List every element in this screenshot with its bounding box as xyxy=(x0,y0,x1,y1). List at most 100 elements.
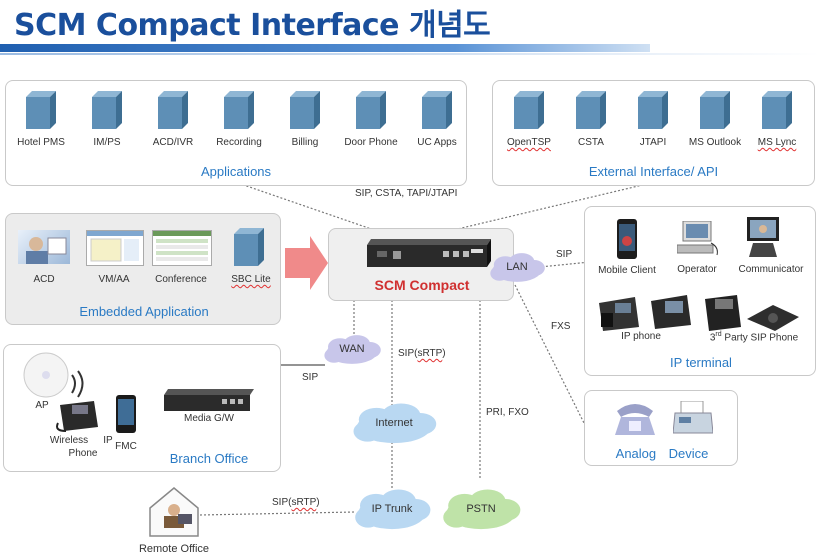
third-num: 3 xyxy=(709,332,716,344)
ip-terminal-panel: Mobile Client Operator Communicator IP p… xyxy=(584,206,816,376)
wan-cloud-label: WAN xyxy=(339,343,365,355)
link-label-top: SIP, CSTA, TAPI/JTAPI xyxy=(355,188,458,199)
vm-aa-screenshot xyxy=(86,230,144,266)
ext-item-text: MS Lync xyxy=(757,137,797,148)
app-server-icon xyxy=(92,91,122,129)
ext-server-icon xyxy=(514,91,544,129)
wireless-phone-icon xyxy=(56,401,98,432)
ext-server-icon xyxy=(700,91,730,129)
app-server-icon xyxy=(422,91,452,129)
ap-icon xyxy=(23,352,84,398)
app-server-icon xyxy=(356,91,386,129)
external-panel: OpenTSP CSTA JTAPI MS Outlook MS Lync Extern… xyxy=(492,80,815,186)
app-item-text: ACD/IVR xyxy=(152,137,194,148)
analog-device-panel: Analog Device xyxy=(584,390,738,466)
app-item-text: Door Phone xyxy=(344,137,398,148)
app-item-text: IM/PS xyxy=(93,137,121,148)
ext-item: CSTA xyxy=(556,137,626,148)
acd-image xyxy=(18,230,70,264)
fmc-phone-icon xyxy=(116,395,136,433)
ip-terminal-mobile: Mobile Client xyxy=(598,265,656,276)
app-item-text: Hotel PMS xyxy=(17,137,65,148)
device-label: Device xyxy=(668,446,709,461)
branch-media-gw-label: Media G/W xyxy=(183,413,234,424)
mobile-phone-icon xyxy=(617,219,637,259)
ext-item: JTAPI xyxy=(618,137,688,148)
ip-terminal-operator: Operator xyxy=(677,264,717,275)
ext-item: MS Outlook xyxy=(680,137,750,148)
sbc-server-icon xyxy=(234,228,266,271)
applications-label: Applications xyxy=(200,164,272,179)
link-fxs xyxy=(514,284,586,426)
embedded-item-sbc: SBC Lite xyxy=(231,274,271,285)
embedded-item-acd: ACD xyxy=(33,274,55,285)
sip-srtp2-suffix: ) xyxy=(316,497,320,508)
ext-item-text: JTAPI xyxy=(639,137,667,148)
remote-office-house-icon xyxy=(149,487,199,537)
link-label-sip-wan: SIP xyxy=(302,372,319,383)
ip-trunk-cloud-label: IP Trunk xyxy=(371,503,413,515)
link-label-sip-lan: SIP xyxy=(556,249,573,260)
scm-device-icon xyxy=(367,239,491,267)
app-item: ACD/IVR xyxy=(138,137,208,148)
ip-terminal-ip-phone: IP phone xyxy=(621,331,661,342)
ext-item-text: MS Outlook xyxy=(688,137,742,148)
sip-srtp-suffix: ) xyxy=(442,348,446,359)
arrow-embedded-to-scm xyxy=(285,236,328,290)
fax-icon xyxy=(673,401,713,434)
operator-pc-icon xyxy=(677,221,718,256)
lan-cloud: LAN xyxy=(488,252,546,284)
app-server-icon xyxy=(290,91,320,129)
wan-cloud: WAN xyxy=(322,334,382,366)
ext-server-icon xyxy=(638,91,668,129)
conference-screenshot xyxy=(152,230,212,266)
ext-item: OpenTSP xyxy=(494,137,564,148)
branch-fmc-label: FMC xyxy=(115,441,137,452)
communicator-icon xyxy=(747,217,779,257)
app-item-text: UC Apps xyxy=(417,137,457,148)
branch-ip-label: IP xyxy=(103,435,113,446)
ip-phone-icon xyxy=(599,295,691,331)
ip-terminal-label: IP terminal xyxy=(670,355,732,370)
internet-cloud-label: Internet xyxy=(375,417,413,429)
embedded-panel: ACD VM/AA Conference SBC Lite Embedded A… xyxy=(5,213,281,325)
embedded-label: Embedded Application xyxy=(79,304,209,319)
sip-phone-label: SIP Phone xyxy=(750,332,799,344)
pstn-cloud: PSTN xyxy=(440,488,522,532)
ext-item-text: OpenTSP xyxy=(507,137,551,148)
page-title: SCM Compact Interface 개념도 xyxy=(14,8,491,43)
internet-cloud: Internet xyxy=(350,402,438,446)
branch-phone-label: Phone xyxy=(68,448,98,459)
ext-server-icon xyxy=(762,91,792,129)
applications-row: Hotel PMS IM/PS ACD/IVR Recording Billing Doo… xyxy=(6,91,466,161)
title-underline xyxy=(0,44,650,52)
branch-ap-label: AP xyxy=(35,400,49,411)
embedded-item-vmaa: VM/AA xyxy=(98,274,130,285)
ext-item-text: CSTA xyxy=(578,137,604,148)
link-label-pri-fxo: PRI, FXO xyxy=(486,407,529,418)
app-server-icon xyxy=(26,91,56,129)
external-label: External Interface/ API xyxy=(588,164,719,179)
third-party-phone-icon xyxy=(705,295,799,331)
lan-cloud-label: LAN xyxy=(506,261,528,273)
sip-srtp-value: sRTP xyxy=(417,348,443,359)
external-row: OpenTSP CSTA JTAPI MS Outlook MS Lync xyxy=(493,91,814,161)
branch-office-label: Branch Office xyxy=(169,451,249,466)
app-item: IM/PS xyxy=(72,137,142,148)
scm-compact-box: SCM Compact xyxy=(328,228,514,301)
app-item: Recording xyxy=(204,137,274,148)
branch-wireless-label: Wireless xyxy=(49,435,89,446)
sip-srtp2-prefix: SIP( xyxy=(272,497,292,508)
app-item-text: Recording xyxy=(216,137,262,148)
app-item-text: Billing xyxy=(291,137,319,148)
link-label-sip-srtp: SIP(sRTP) xyxy=(398,348,446,359)
branch-office-panel: AP Wireless Phone IP FMC Media G/W Branc… xyxy=(3,344,281,472)
app-server-icon xyxy=(158,91,188,129)
analog-phone-icon xyxy=(615,404,655,435)
title-underline-thin xyxy=(0,53,820,55)
scm-compact-label: SCM Compact xyxy=(374,277,470,293)
ip-terminal-communicator: Communicator xyxy=(738,264,804,275)
app-item: UC Apps xyxy=(402,137,472,148)
app-item: Billing xyxy=(270,137,340,148)
remote-office-label: Remote Office xyxy=(138,543,210,555)
